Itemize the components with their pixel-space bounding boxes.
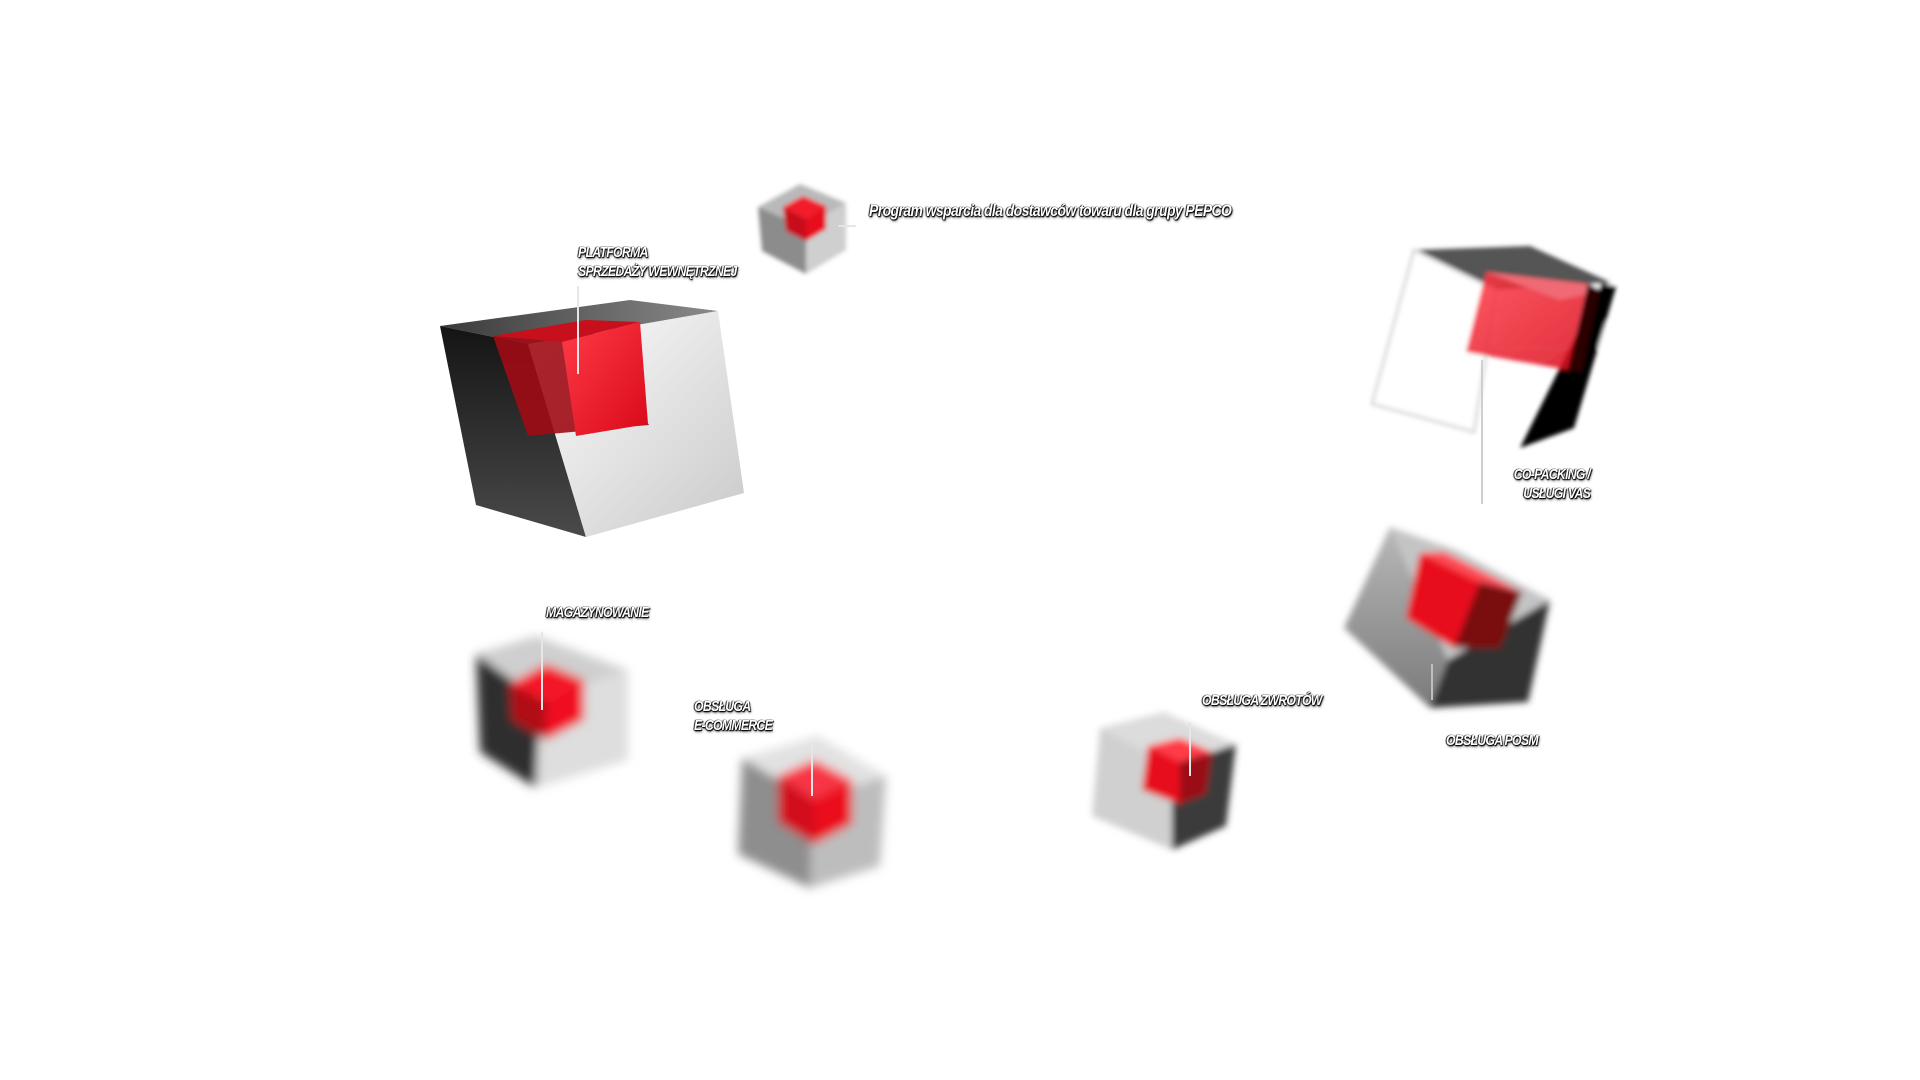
platforma-label[interactable]: PLATFORMA SPRZEDAŻY WEWNĘTRZNEJ [578,243,737,281]
ecommerce-label[interactable]: OBSŁUGA E-COMMERCE [694,697,773,735]
copacking-label[interactable]: CO-PACKING / USŁUGI VAS [1513,465,1591,503]
platforma-label-line2: SPRZEDAŻY WEWNĘTRZNEJ [578,263,737,280]
platforma-cube [440,300,744,537]
magazynowanie-cube [476,636,628,788]
zwroty-label[interactable]: OBSŁUGA ZWROTÓW [1202,691,1322,710]
magazynowanie-label[interactable]: MAGAZYNOWANIE [546,603,649,622]
posm-label[interactable]: OBSŁUGA POSM [1446,731,1539,750]
zwroty-cube [1092,712,1236,850]
program-label-text: Program wsparcia dla dostawców towaru dl… [869,201,1232,220]
copacking-label-line1: CO-PACKING / [1513,466,1591,483]
program-label[interactable]: Program wsparcia dla dostawców towaru dl… [869,201,1232,220]
posm-label-text: OBSŁUGA POSM [1446,732,1539,749]
ecommerce-cube [738,736,886,888]
ecommerce-label-line2: E-COMMERCE [694,717,773,734]
posm-cube [1344,527,1550,708]
copacking-cube [1370,246,1616,448]
program-cube [758,184,846,274]
copacking-label-line2: USŁUGI VAS [1523,485,1591,502]
magazynowanie-label-text: MAGAZYNOWANIE [546,604,649,621]
leader-lines [541,225,1483,796]
zwroty-label-text: OBSŁUGA ZWROTÓW [1202,692,1322,709]
ecommerce-label-line1: OBSŁUGA [694,698,751,715]
platforma-label-line1: PLATFORMA [578,244,648,261]
